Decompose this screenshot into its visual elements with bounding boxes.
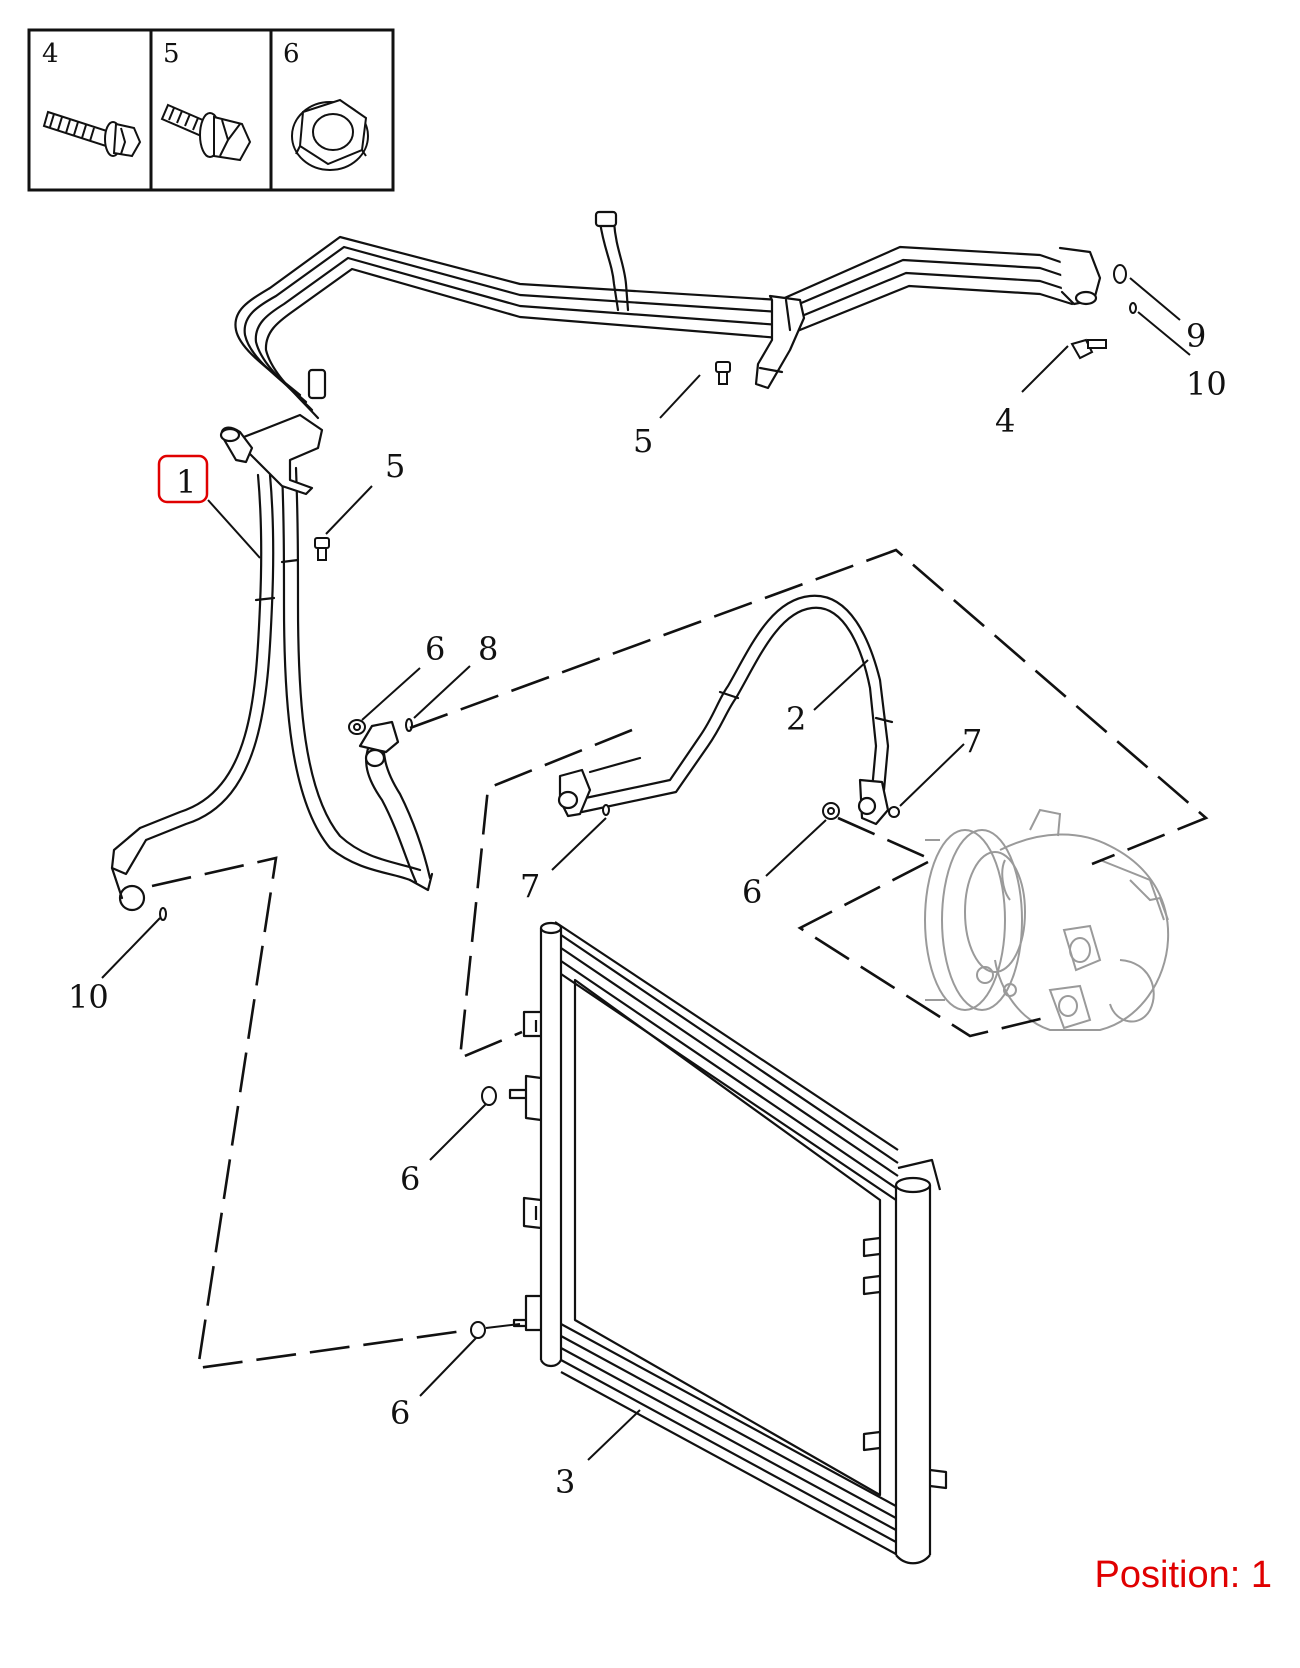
ac-compressor [924,808,1170,1031]
scene-fasteners [159,264,1137,1339]
nut-6-condenser-lower-icon [470,1321,486,1339]
callout-numbers: 1 2 3 4 5 5 6 6 6 6 7 7 8 9 10 10 [68,317,1227,1501]
ac-condenser [508,921,948,1565]
o-ring-7-right-icon [888,806,900,818]
callout-7-left: 7 [520,867,540,905]
o-ring-7-left-icon [602,804,610,816]
legend-number-4: 4 [42,39,59,69]
callout-1: 1 [176,463,196,501]
flange-nut-icon [291,98,369,171]
flange-bolt-icon [42,110,142,158]
assembly-dashed-lines [151,548,1209,1370]
callout-5-center: 5 [633,422,653,460]
callout-6-compressor: 6 [742,873,762,911]
callout-6-upper: 6 [425,630,445,668]
o-ring-10-left-icon [159,907,167,921]
nut-6-condenser-upper-icon [481,1086,497,1106]
callout-9: 9 [1186,317,1206,355]
highlight-box-position-1 [157,454,209,504]
callout-10-left: 10 [68,978,109,1016]
bolt-4-right-icon [1070,338,1107,360]
o-ring-8-icon [405,718,413,732]
callout-8: 8 [478,630,498,668]
ac-pipe-assembly [110,210,1102,912]
legend-number-5: 5 [163,39,180,69]
fastener-legend-box: 4 5 6 [27,28,395,192]
leader-lines [101,277,1191,1461]
o-ring-10-right-icon [1129,302,1137,314]
callout-4: 4 [995,402,1015,440]
callout-6-condenser-lower: 6 [390,1394,410,1432]
nut-6-compressor-icon [822,802,840,820]
o-ring-9-icon [1113,264,1127,284]
ac-hose-part-2 [557,594,894,826]
callout-5-left: 5 [385,447,405,485]
bolt-5-center-icon [715,361,731,385]
position-label: Position: 1 [1094,1554,1272,1596]
nut-6-upper-icon [348,719,366,735]
legend-number-6: 6 [283,39,300,69]
callout-10-right: 10 [1186,365,1227,403]
washer-bolt-icon [160,103,252,162]
callout-2: 2 [786,700,806,738]
callout-6-condenser-upper: 6 [400,1160,420,1198]
bolt-5-left-icon [314,537,330,561]
callout-7-right: 7 [962,722,982,760]
callout-3: 3 [555,1463,575,1501]
